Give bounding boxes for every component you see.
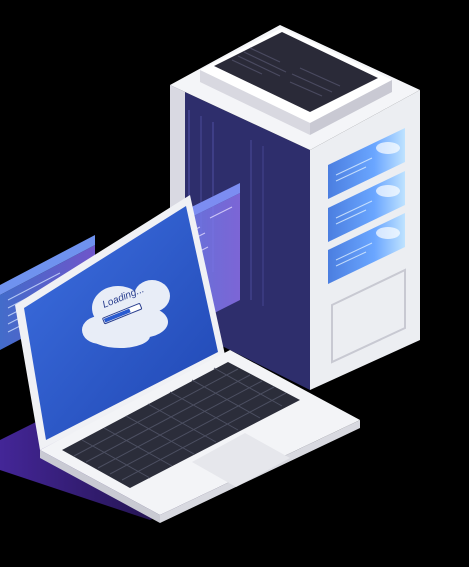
laptop-icon bbox=[15, 195, 360, 523]
laptop-keyboard bbox=[62, 362, 300, 488]
server-top-panel bbox=[214, 32, 378, 112]
server-drive-bays bbox=[328, 128, 405, 284]
keyboard-keys bbox=[73, 367, 287, 481]
server-door bbox=[331, 268, 406, 364]
laptop-trackpad bbox=[192, 433, 290, 487]
cloud-icon: Loading... bbox=[82, 280, 170, 348]
loading-bar-fill bbox=[103, 308, 131, 323]
